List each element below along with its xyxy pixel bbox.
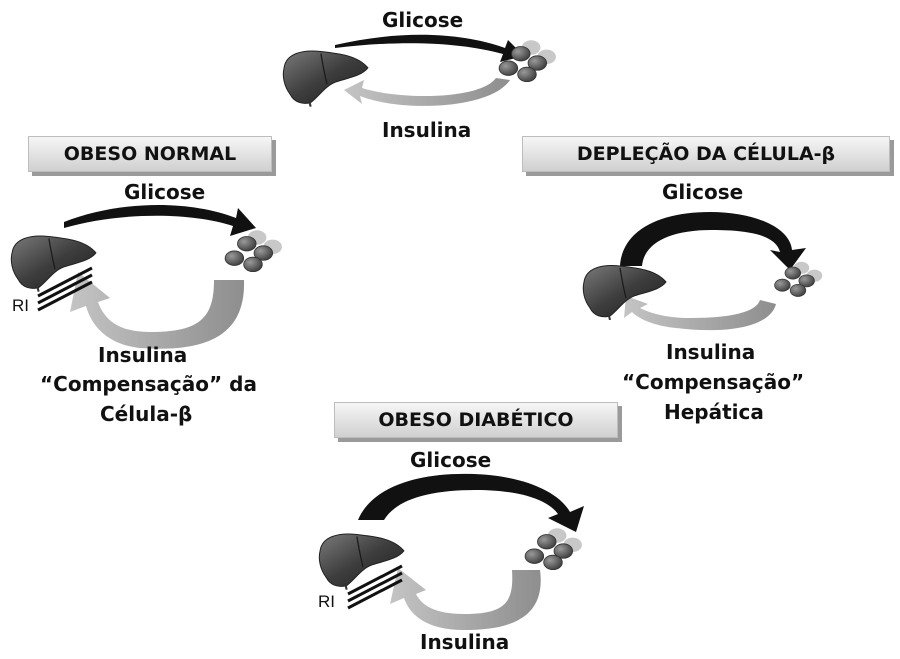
obeso-diabetico-glucose-arrow: [358, 473, 584, 532]
obeso-diabetico-insulin-arrow: [390, 568, 541, 630]
deplecao-caption-line1: “Compensação”: [622, 370, 805, 394]
obeso-diabetico-cycle: [318, 473, 584, 630]
deplecao-cycle: [582, 212, 823, 331]
top-glucose-label: Glicose: [382, 8, 464, 32]
deplecao-glucose-arrow: [620, 212, 806, 270]
obeso-diabetico-title-box: OBESO DIABÉTICO: [334, 402, 618, 438]
top-cycle: [282, 34, 557, 107]
obeso-normal-ri-label: RI: [12, 296, 29, 315]
insulin-resistance-lines-icon: [37, 266, 93, 312]
obeso-diabetico-glucose-label: Glicose: [410, 448, 492, 472]
top-insulin-label: Insulina: [382, 118, 472, 142]
obeso-normal-title-box: OBESO NORMAL: [28, 136, 272, 172]
obeso-normal-insulin-arrow: [70, 272, 245, 349]
deplecao-title-box: DEPLEÇÃO DA CÉLULA-β: [522, 136, 890, 172]
obeso-normal-glucose-label: Glicose: [124, 180, 206, 204]
deplecao-glucose-label: Glicose: [662, 180, 744, 204]
obeso-normal-glucose-arrow: [64, 204, 256, 236]
beta-cell-cluster-icon: [224, 229, 283, 273]
top-glucose-arrow: [335, 34, 524, 62]
obeso-diabetico-insulin-label: Insulina: [420, 630, 510, 654]
top-insulin-arrow: [344, 78, 510, 106]
insulin-resistance-lines-icon: [347, 564, 403, 610]
beta-cell-cluster-icon: [524, 527, 583, 571]
obeso-diabetico-ri-label: RI: [318, 592, 335, 611]
liver-icon: [318, 532, 405, 590]
deplecao-insulin-label: Insulina: [666, 340, 756, 364]
obeso-normal-cycle: [10, 204, 283, 349]
obeso-normal-insulin-label: Insulina: [98, 343, 188, 367]
obeso-normal-caption-line1: “Compensação” da: [40, 372, 257, 396]
beta-cell-cluster-icon: [774, 261, 823, 297]
deplecao-caption-line2: Hepática: [664, 400, 764, 424]
obeso-normal-caption-line2: Célula-β: [100, 402, 193, 426]
deplecao-insulin-arrow: [624, 296, 776, 331]
